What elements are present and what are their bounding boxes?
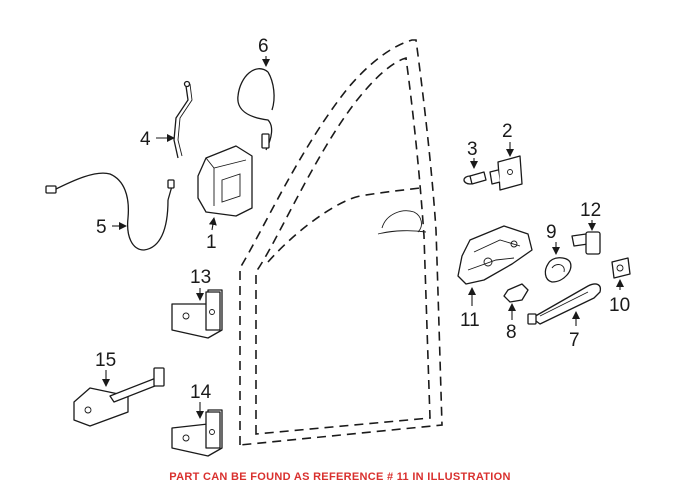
- part-6-cable: [237, 68, 275, 151]
- part-11-handle-carrier: [457, 225, 533, 285]
- part-2-bracket: [489, 155, 523, 191]
- callout-9: 9: [546, 222, 557, 243]
- part-14-hinge: [171, 409, 223, 457]
- callout-6: 6: [258, 36, 269, 57]
- part-10-cap: [611, 257, 631, 279]
- part-4-rod: [173, 80, 193, 159]
- callout-4: 4: [140, 129, 151, 150]
- part-5-cable: [45, 172, 175, 251]
- callout-15: 15: [95, 350, 116, 371]
- leader-lines: [102, 56, 624, 419]
- callout-11: 11: [460, 310, 480, 331]
- part-8-handle-piece: [503, 283, 529, 303]
- part-12-lock-cylinder: [571, 231, 601, 255]
- callout-1: 1: [206, 232, 217, 253]
- callout-13: 13: [190, 267, 211, 288]
- callout-14: 14: [190, 382, 212, 403]
- callout-10: 10: [609, 295, 630, 316]
- reference-note: PART CAN BE FOUND AS REFERENCE # 11 IN I…: [169, 471, 511, 483]
- part-7-outer-handle: [527, 283, 602, 325]
- callout-5: 5: [96, 217, 107, 238]
- part-3-bolt: [463, 171, 487, 185]
- part-9-trim: [544, 257, 572, 283]
- callout-8: 8: [506, 322, 517, 343]
- callout-12: 12: [580, 200, 601, 221]
- part-13-hinge: [171, 289, 223, 339]
- part-1-lock: [197, 145, 253, 217]
- callout-7: 7: [569, 330, 580, 351]
- part-15-check-strap: [73, 367, 165, 427]
- door-outline: [239, 39, 443, 446]
- door-handle-outline: [377, 210, 427, 235]
- callout-3: 3: [467, 139, 478, 160]
- callout-2: 2: [502, 121, 513, 142]
